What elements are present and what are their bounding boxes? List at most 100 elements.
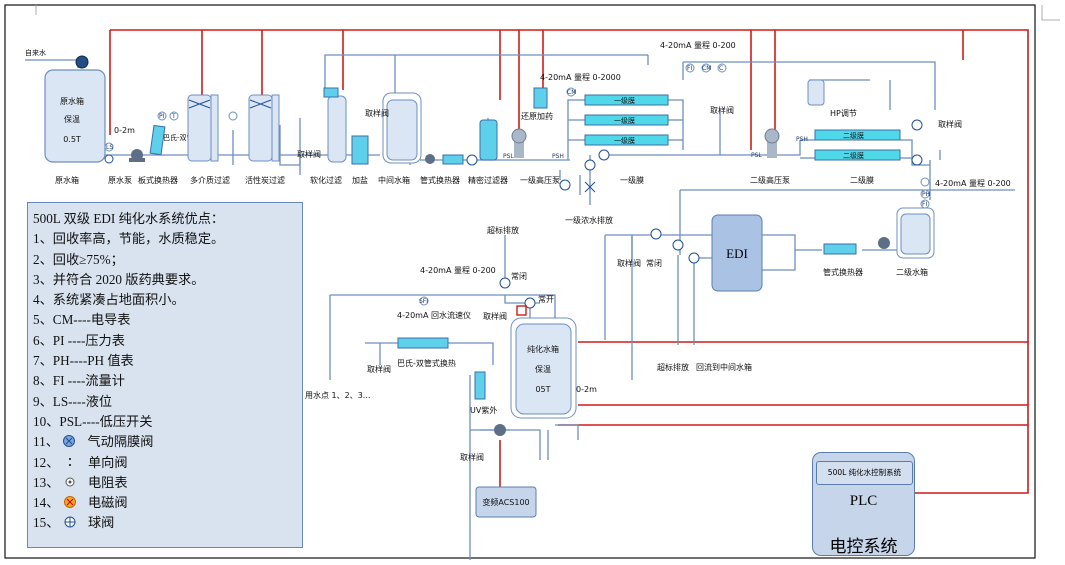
- precision-filter: [479, 119, 498, 161]
- valve-icon[interactable]: [911, 119, 923, 131]
- check-valve-icon[interactable]: [584, 181, 596, 193]
- valve-icon[interactable]: [650, 228, 662, 240]
- inlet-valve-icon[interactable]: [75, 55, 89, 69]
- edi-sample-label: 取样阀: [617, 258, 641, 268]
- intermediate-tank: [382, 92, 422, 164]
- pump-icon[interactable]: [494, 424, 506, 436]
- pure-water-tank: [510, 317, 577, 419]
- pi-tag: PI: [159, 113, 165, 120]
- raw-tank-level-label: 0-2m: [114, 126, 135, 135]
- valve-icon[interactable]: [598, 149, 610, 161]
- plate-exchanger: [149, 111, 179, 156]
- pneumatic-valve-icon: [63, 435, 76, 448]
- second-hp-pump[interactable]: [764, 128, 780, 158]
- raw-water-pump[interactable]: [129, 149, 145, 162]
- multimedia-filter: [187, 94, 219, 162]
- first-membrane-row-3: 一级膜: [614, 136, 635, 145]
- edi-label: EDI: [726, 246, 748, 261]
- second-membrane-label: 二级膜: [850, 175, 874, 185]
- cm-tag-2: CM: [702, 65, 711, 72]
- valve-icon[interactable]: [584, 159, 596, 171]
- valve-icon[interactable]: [911, 154, 923, 166]
- tube-exchanger-label: 管式换热器: [420, 175, 460, 185]
- valve-icon[interactable]: [499, 277, 511, 289]
- legend-item: 3、并符合 2020 版药典要求。: [33, 271, 205, 287]
- t-tag: T: [171, 113, 176, 120]
- softener-label: 软化过滤: [310, 175, 342, 185]
- uv-label: UV紫外: [470, 405, 497, 415]
- legend-panel: 500L 双级 EDI 纯化水系统优点： 1、回收率高，节能，水质稳定。 2、回…: [27, 202, 303, 548]
- legend-item: 7、PH----PH 值表: [33, 353, 134, 369]
- psl-tag-2: PSL: [751, 152, 762, 159]
- first-conc-discharge-label: 一级浓水排放: [565, 215, 613, 225]
- ph-tag: PH: [922, 191, 930, 198]
- plc-control-box[interactable]: 500L 纯化水控制系统 PLC 电控系统: [812, 452, 915, 556]
- solenoid-valve-icon[interactable]: [516, 305, 527, 316]
- hp-adjust-vessel: [807, 79, 825, 106]
- cm-tag: CM: [567, 89, 576, 96]
- ball-valve-icon: [64, 516, 76, 528]
- valve-icon[interactable]: [466, 154, 478, 166]
- fi-tag-2: FI: [922, 201, 927, 208]
- sample-label-2: 取样阀: [365, 108, 389, 118]
- first-hp-pump[interactable]: [511, 128, 527, 158]
- vfd-box: [475, 486, 537, 518]
- legend-num: 15、: [33, 515, 60, 531]
- legend-num: 13、: [33, 474, 60, 490]
- top-range-label: 4-20mA 量程 0-200: [660, 41, 736, 50]
- legend-num: 11、: [33, 434, 59, 450]
- valve-icon[interactable]: [559, 179, 571, 191]
- second-membranes: [814, 129, 901, 161]
- tube-exchanger-2-label: 管式换热器: [823, 267, 863, 277]
- ball-valve-icon[interactable]: [104, 154, 114, 164]
- bakeoff-exchanger-label: 巴氏-双管式换热: [397, 358, 456, 368]
- first-membranes: [584, 94, 669, 146]
- legend-item-resistance: 13、 电阻表: [33, 473, 302, 493]
- normally-closed-2: 常闭: [646, 259, 662, 268]
- valve-icon[interactable]: [688, 252, 700, 264]
- legend-item: 5、CM----电导表: [33, 312, 131, 328]
- legend-symbol-label: 电阻表: [87, 474, 128, 490]
- psh-tag: PSH: [552, 153, 564, 160]
- psl-tag: PSL: [503, 153, 514, 160]
- pump-icon[interactable]: [878, 237, 890, 249]
- precision-filter-label: 精密过滤器: [468, 175, 508, 185]
- hp-adjust-label: HP调节: [830, 109, 857, 118]
- edi-module: [711, 214, 763, 292]
- legend-title: 500L 双级 EDI 纯化水系统优点：: [33, 211, 225, 226]
- resistance-meter-icon: [65, 477, 75, 487]
- pure-tank-title: 纯化水箱: [527, 344, 559, 354]
- tube-exchanger: [425, 154, 464, 165]
- conc-discharge-1-label: 超标排放: [487, 225, 519, 235]
- first-membrane-row-2: 一级膜: [614, 116, 635, 125]
- svg-text:原水箱: 原水箱: [60, 96, 84, 106]
- legend-item: 10、PSL----低压开关: [33, 413, 153, 429]
- legend-item: 9、LS----液位: [33, 393, 113, 409]
- sample-label-6: 取样阀: [460, 452, 484, 462]
- ls-tag: LS: [106, 144, 113, 151]
- fi-tag: FI: [687, 65, 692, 72]
- valve-icon[interactable]: [524, 297, 536, 309]
- pure-tank-volume: 05T: [535, 385, 550, 394]
- sample-label-5: 取样阀: [367, 364, 391, 374]
- sample-label-4: 取样阀: [938, 119, 962, 129]
- first-membrane-row-1: 一级膜: [614, 96, 635, 105]
- normally-open-label: 常开: [538, 295, 554, 304]
- valve-icon[interactable]: [672, 239, 684, 251]
- svg-text:保温: 保温: [64, 114, 80, 124]
- left-range-label: 4-20mA 量程 0-200: [420, 266, 496, 275]
- right-range-label: 4-20mA 量程 0-200: [935, 179, 1011, 188]
- psh-tag-2: PSH: [796, 136, 808, 143]
- return-to-tank-label: 回流到中间水箱: [696, 362, 752, 372]
- legend-item: 8、FI ----流量计: [33, 373, 125, 389]
- c-tag: C: [719, 65, 723, 72]
- sf-tag-icon: [419, 296, 429, 306]
- uv-sterilizer: [474, 371, 486, 400]
- vfd-label: 变频ACS100: [482, 497, 529, 507]
- carbon-filter-label: 活性炭过滤: [245, 175, 285, 185]
- legend-item-check: 12、 单向阀: [33, 453, 302, 473]
- second-membrane-row-1: 二级膜: [843, 131, 864, 140]
- use-points-label: 用水点 1、2、3...: [305, 390, 370, 400]
- sample-loop-label: 取样阀: [483, 311, 507, 321]
